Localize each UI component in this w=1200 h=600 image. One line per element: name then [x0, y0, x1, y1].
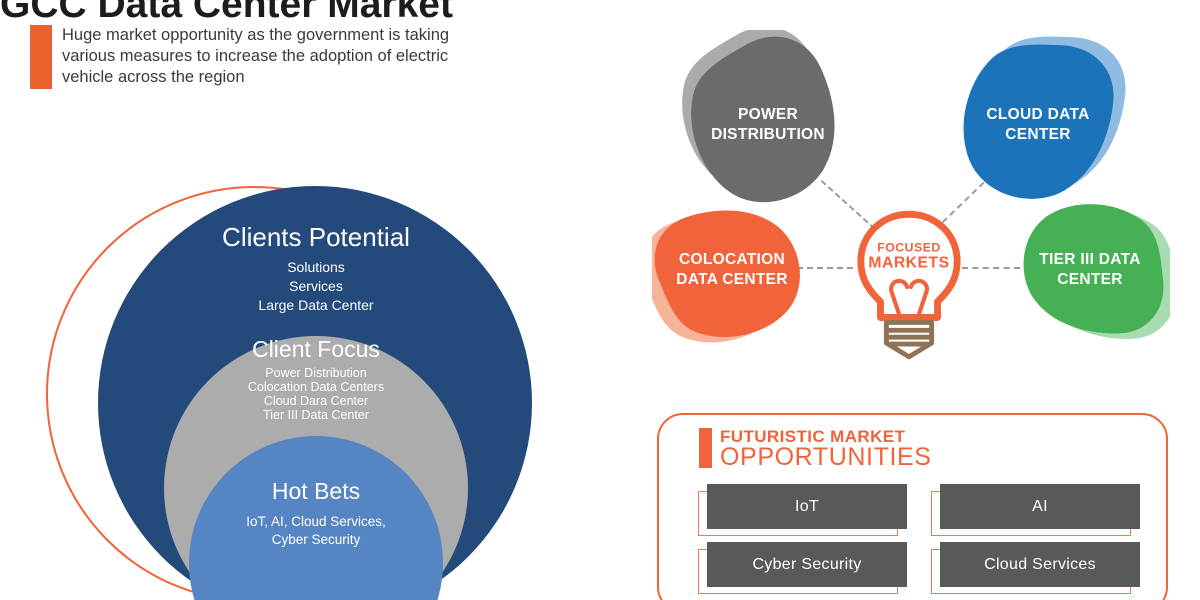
blob-cloud-data-center: CLOUD DATA CENTER [948, 30, 1128, 220]
blob-shape-icon [652, 210, 800, 343]
venn-item: Solutions [287, 259, 345, 275]
blob-shape-icon [682, 30, 835, 203]
heading-line2: OPPORTUNITIES [720, 443, 932, 471]
hot-bets-title: Hot Bets [271, 478, 361, 504]
venn-item: Tier III Data Center [263, 408, 369, 422]
blob-label-wrap: CLOUD DATA CENTER [948, 30, 1128, 220]
blob-label-wrap: COLOCATION DATA CENTER [652, 176, 812, 364]
subtitle-text: Huge market opportunity as the governmen… [62, 26, 450, 86]
subtitle-accent-bar [30, 25, 52, 89]
dotted-connector [962, 267, 1020, 269]
bulb-label-line1: FOCUSED [877, 241, 941, 255]
opportunities-heading: FUTURISTIC MARKET OPPORTUNITIES [699, 427, 932, 471]
opportunity-button-ai[interactable]: AI [931, 484, 1140, 536]
opportunity-button-cyber-security[interactable]: Cyber Security [698, 542, 907, 594]
blob-label-wrap: TIER III DATA CENTER [1010, 176, 1170, 364]
blob-label: TIER III DATA CENTER [1039, 250, 1141, 288]
blob-label: CLOUD DATA CENTER [986, 105, 1090, 143]
bulb-label-line2: MARKETS [868, 254, 949, 271]
opportunity-button-cloud-services[interactable]: Cloud Services [931, 542, 1140, 594]
venn-item: IoT, AI, Cloud Services, [246, 514, 386, 529]
button-label: AI [940, 484, 1140, 529]
venn-item: Colocation Data Centers [247, 380, 385, 394]
subtitle-block: Huge market opportunity as the governmen… [30, 25, 470, 89]
heading-accent-bar [699, 428, 712, 468]
blob-shape-icon [1023, 204, 1170, 339]
blob-label: POWER DISTRIBUTION [711, 105, 825, 143]
blob-power-distribution: POWER DISTRIBUTION [678, 30, 858, 220]
blob-colocation-data-center: COLOCATION DATA CENTER [652, 176, 812, 364]
button-label: Cloud Services [940, 542, 1140, 587]
heading-line1: FUTURISTIC MARKET [720, 427, 906, 446]
venn-item: Power Distribution [265, 366, 367, 380]
hot-bets-items: IoT, AI, Cloud Services, Cyber Security [166, 513, 466, 549]
venn-item: Large Data Center [258, 297, 374, 313]
venn-item: Cloud Dara Center [263, 394, 369, 408]
blob-label: COLOCATION DATA CENTER [676, 250, 788, 288]
button-label: IoT [707, 484, 907, 529]
venn-item: Cyber Security [271, 532, 361, 547]
button-label: Cyber Security [707, 542, 907, 587]
clients-potential-title: Clients Potential [222, 222, 410, 252]
clients-potential-items: Solutions Services Large Data Center [166, 258, 466, 315]
page-title: GCC Data Center Market [0, 0, 453, 26]
blob-label-wrap: POWER DISTRIBUTION [678, 30, 858, 220]
client-focus-items: Power Distribution Colocation Data Cente… [166, 366, 466, 422]
focused-markets-bulb: FOCUSED MARKETS [850, 208, 968, 373]
lightbulb-icon: FOCUSED MARKETS [857, 210, 961, 360]
blob-tier-iii-data-center: TIER III DATA CENTER [1010, 176, 1170, 364]
client-focus-title: Client Focus [252, 336, 380, 362]
opportunity-button-iot[interactable]: IoT [698, 484, 907, 536]
dotted-connector [797, 267, 853, 269]
blob-shape-icon [963, 36, 1126, 199]
venn-item: Services [289, 278, 343, 294]
opportunities-panel: FUTURISTIC MARKET OPPORTUNITIES IoT AI C… [657, 413, 1168, 600]
